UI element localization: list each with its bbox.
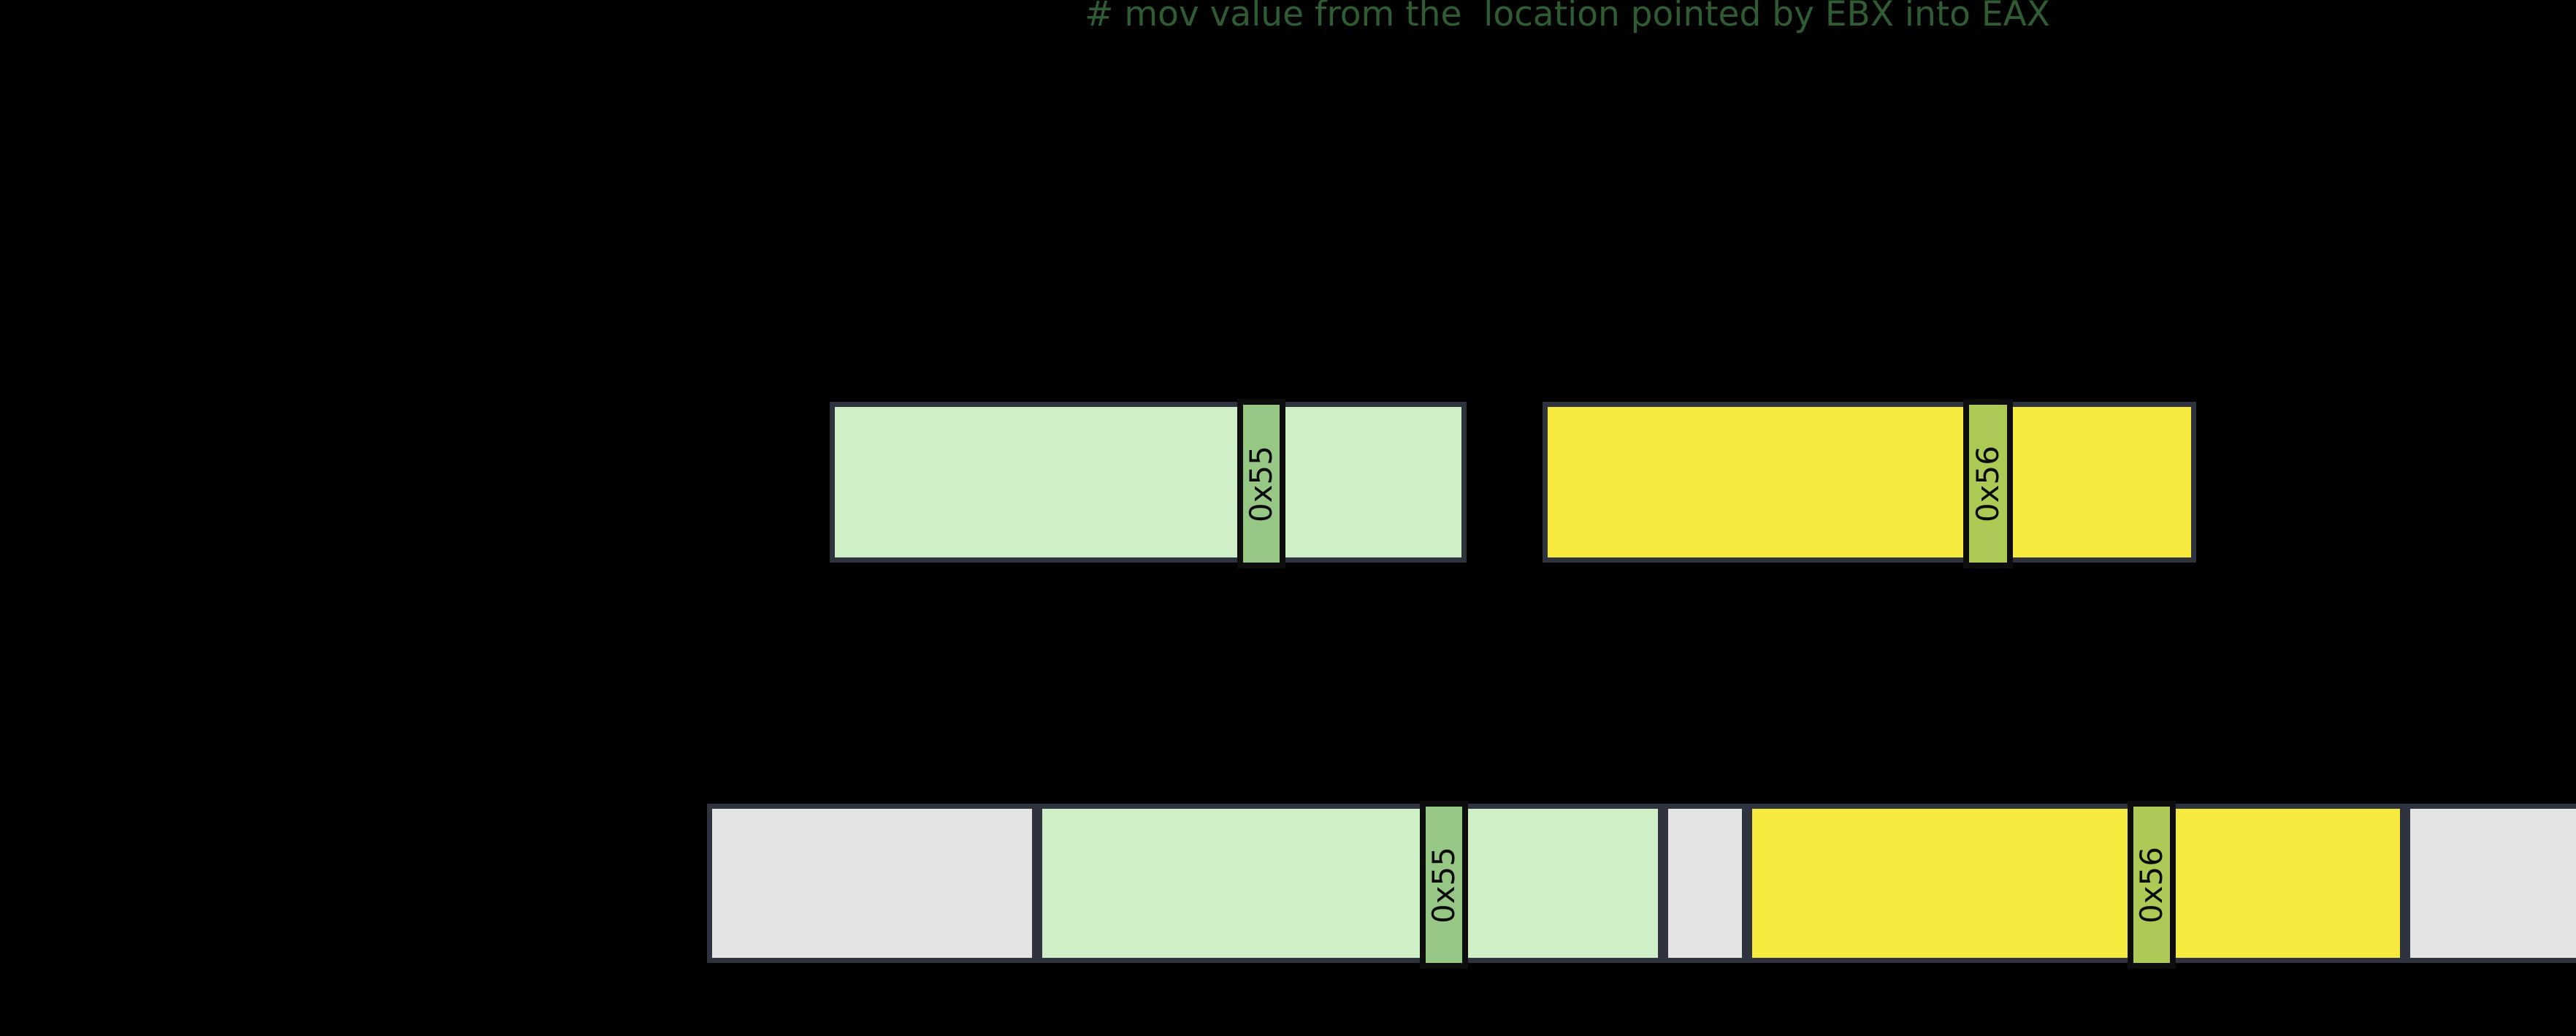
memory-segment-yellow: [1747, 804, 2405, 963]
memory-segment-green: [1037, 804, 1663, 963]
memory-segment-gray-right: [2405, 804, 2576, 963]
address-label: 0x55: [1426, 846, 1462, 923]
memory-address-marker-0x55: 0x55: [1420, 801, 1468, 969]
memory-address-marker-0x56: 0x56: [1963, 399, 2013, 568]
memory-segment-gray-middle: [1663, 804, 1747, 963]
address-label: 0x56: [2133, 846, 2170, 923]
memory-address-marker-0x55: 0x55: [1237, 399, 1285, 568]
assembly-comment-title: # mov value from the location pointed by…: [1085, 0, 2050, 34]
ebx-register-box: [1543, 402, 2196, 563]
eax-register-box: [830, 402, 1467, 563]
address-label: 0x56: [1970, 445, 2006, 522]
memory-segment-gray-left: [707, 804, 1037, 963]
address-label: 0x55: [1243, 445, 1280, 522]
memory-address-marker-0x56: 0x56: [2128, 801, 2176, 969]
